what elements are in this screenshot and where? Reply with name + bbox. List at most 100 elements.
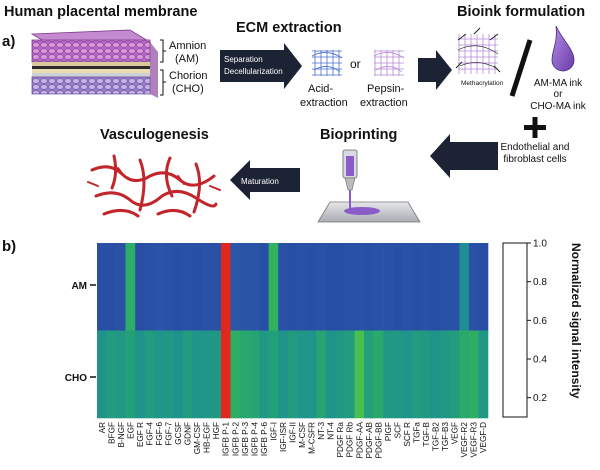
- column-label: NT-4: [327, 422, 336, 440]
- acid-label-2: extraction: [300, 97, 348, 109]
- column-label: M-CSFR: [308, 422, 317, 454]
- heatmap-cell: [287, 243, 298, 331]
- column-label: VEGF-R2: [460, 422, 469, 458]
- heatmap-cell: [230, 243, 241, 331]
- column-label: HB-EGF: [203, 422, 212, 453]
- column-label: IGFB P-6: [260, 422, 269, 457]
- heatmap-cell: [335, 330, 346, 419]
- heatmap-cell: [344, 330, 355, 419]
- amnion-bracket: [160, 39, 166, 63]
- heatmap-cell: [373, 330, 384, 419]
- heatmap-cell: [182, 243, 193, 331]
- vasculogenesis-title: Vasculogenesis: [100, 127, 209, 143]
- heatmap-cell: [402, 330, 413, 419]
- heatmap-cell: [373, 243, 384, 331]
- acid-label-1: Acid-: [308, 83, 333, 95]
- column-label: EGF R: [136, 422, 145, 447]
- chorion-label: Chorion: [169, 70, 208, 82]
- colorbar-frame: [502, 242, 528, 418]
- colorbar-tick-label: 1.0: [533, 239, 547, 250]
- heatmap-cell: [220, 330, 231, 419]
- heatmap-cell: [287, 330, 298, 419]
- heatmap-cell: [411, 243, 422, 331]
- heatmap-cell: [316, 243, 327, 331]
- decellularization-label: Decellularization: [224, 67, 283, 76]
- heatmap-cell: [430, 330, 441, 419]
- column-label: AR: [98, 422, 107, 433]
- cells-label-2: fibroblast cells: [503, 154, 566, 165]
- separation-label: Separation: [224, 55, 263, 64]
- column-label: TGF-B2: [432, 422, 441, 452]
- column-label: SCF: [393, 422, 402, 438]
- column-label: VEGF-R3: [470, 422, 479, 458]
- heatmap-cell: [325, 330, 336, 419]
- heatmap-cell: [220, 243, 231, 331]
- heatmap-cell: [478, 243, 489, 331]
- heatmap-cell: [240, 330, 250, 419]
- heatmap-cell: [278, 330, 289, 419]
- bioink-drop: [551, 25, 575, 72]
- column-label: B-NGF: [117, 422, 126, 447]
- chorion-bracket: [160, 69, 166, 96]
- heatmap-cell: [163, 330, 174, 419]
- heatmap-cell: [154, 330, 165, 419]
- column-label: SCF R: [403, 422, 412, 447]
- column-label: PDGF-AB: [365, 421, 374, 458]
- methacrylation-arrow: [418, 50, 452, 90]
- column-label: IGF-I: [269, 422, 278, 441]
- heatmap-cell: [106, 243, 117, 331]
- heatmap-cell: [478, 330, 489, 419]
- heatmap-cell: [268, 330, 279, 419]
- heatmap-cell: [268, 243, 279, 331]
- row-label: AM: [71, 281, 87, 292]
- column-label: PDGF Ra: [336, 422, 345, 458]
- heatmap-cell: [421, 330, 432, 419]
- bioprinting-arrow: [430, 134, 498, 178]
- heatmap-cell: [125, 330, 136, 419]
- heatmap-cell: [297, 330, 308, 419]
- column-label: GDNF: [184, 422, 193, 445]
- pepsin-ecm-mesh: [374, 50, 404, 76]
- heatmap-cell: [173, 330, 184, 419]
- heatmap-cell: [259, 330, 269, 419]
- chorion-abbr: (CHO): [172, 83, 204, 95]
- heatmap-cell: [192, 330, 203, 419]
- or-label: or: [350, 57, 361, 71]
- pepsin-label-2: extraction: [360, 97, 408, 109]
- column-label: IGF-ISR: [279, 422, 288, 452]
- column-label: TGF-B: [422, 421, 431, 446]
- placental-membrane-illustration: [30, 29, 158, 98]
- amnion-abbr: (AM): [175, 53, 199, 65]
- heatmap-cell: [116, 330, 126, 419]
- ecm-title: ECM extraction: [236, 20, 342, 36]
- heatmap-cell: [459, 330, 470, 419]
- column-label: PIGF: [384, 422, 393, 441]
- column-label: PDGF Rb: [346, 422, 355, 458]
- heatmap-cell: [249, 330, 260, 419]
- colorbar-tick-label: 0.6: [533, 316, 547, 327]
- ink-label-am: AM-MA ink: [534, 78, 583, 89]
- heatmap-cell: [163, 243, 174, 331]
- heatmap-cell: [459, 243, 470, 331]
- colorbar-label: Normalized signal intensity: [569, 243, 583, 399]
- heatmap-cell: [297, 243, 308, 331]
- heatmap-cell: [249, 243, 260, 331]
- column-label: BFGF: [107, 422, 116, 444]
- heatmap-cell: [440, 330, 451, 419]
- column-label: VEGF-D: [479, 422, 488, 453]
- heatmap-cell: [430, 243, 441, 331]
- heatmap-cell: [230, 330, 241, 419]
- slash-divider: [509, 39, 533, 97]
- heatmap-cell: [201, 243, 212, 331]
- amnion-label: Amnion: [169, 40, 206, 52]
- heatmap-cell: [411, 330, 422, 419]
- heatmap-cell: [392, 243, 403, 331]
- column-label: FGF-4: [145, 422, 154, 446]
- heatmap-cell: [144, 243, 155, 331]
- column-label: IGF-II: [289, 422, 298, 443]
- column-label: TGFa: [412, 422, 421, 443]
- heatmap-cell: [106, 330, 117, 419]
- maturation-arrow: [230, 160, 300, 200]
